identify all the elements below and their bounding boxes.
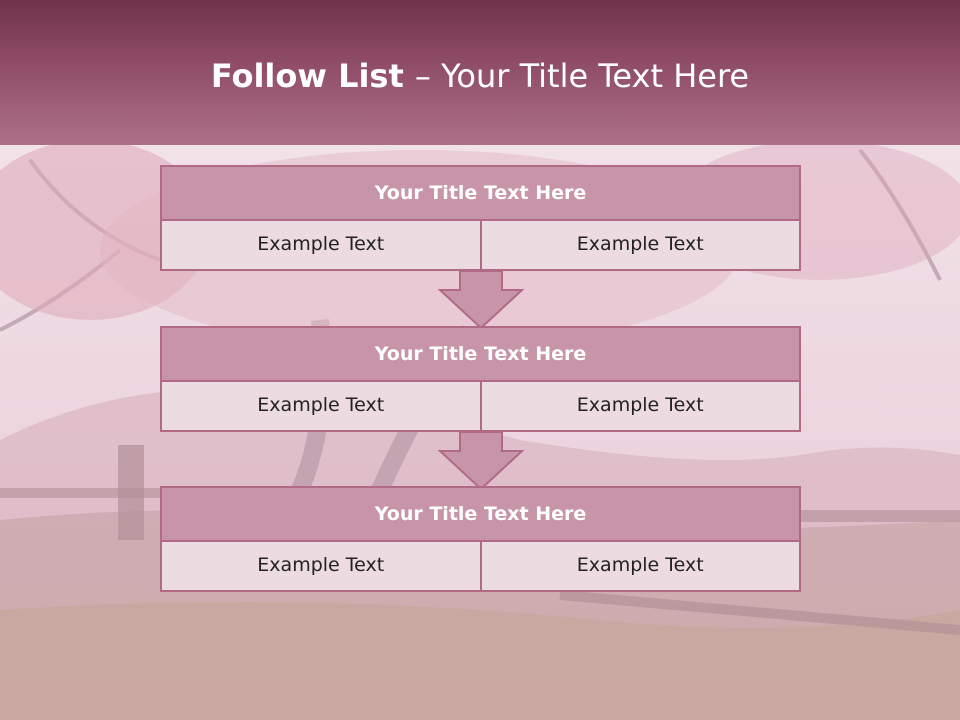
block-cell-left: Example Text	[160, 542, 482, 592]
list-block-2: Your Title Text Here Example Text Exampl…	[160, 326, 801, 432]
block-cell-right: Example Text	[481, 382, 801, 432]
block-title: Your Title Text Here	[160, 486, 801, 542]
down-arrow-1	[438, 270, 524, 330]
slide-title-rest: – Your Title Text Here	[414, 57, 750, 95]
block-row: Example Text Example Text	[160, 542, 801, 592]
slide-title-bold: Follow List	[210, 57, 415, 95]
slide-title: Follow List – Your Title Text Here	[0, 52, 960, 100]
block-title: Your Title Text Here	[160, 326, 801, 382]
block-row: Example Text Example Text	[160, 221, 801, 271]
list-block-1: Your Title Text Here Example Text Exampl…	[160, 165, 801, 271]
block-cell-right: Example Text	[481, 221, 801, 271]
block-cell-left: Example Text	[160, 382, 482, 432]
title-bar: Follow List – Your Title Text Here	[0, 0, 960, 145]
down-arrow-2	[438, 431, 524, 491]
block-row: Example Text Example Text	[160, 382, 801, 432]
block-cell-left: Example Text	[160, 221, 482, 271]
list-block-3: Your Title Text Here Example Text Exampl…	[160, 486, 801, 592]
block-title: Your Title Text Here	[160, 165, 801, 221]
block-cell-right: Example Text	[481, 542, 801, 592]
